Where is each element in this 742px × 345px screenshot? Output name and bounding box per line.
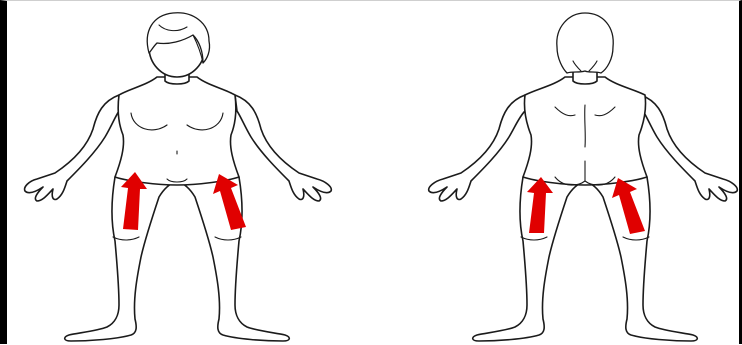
back-right-leg	[585, 177, 697, 341]
front-left-arm	[25, 95, 119, 201]
back-spine	[585, 105, 586, 147]
front-right-arm	[235, 95, 331, 201]
front-figure	[25, 13, 332, 341]
back-left-leg	[473, 177, 585, 341]
back-right-arm	[641, 95, 737, 201]
front-torso	[115, 77, 239, 185]
back-left-arm	[429, 95, 525, 201]
front-left-leg	[65, 177, 177, 341]
back-figure	[429, 13, 738, 341]
back-head-hair	[557, 13, 613, 73]
body-diagram	[7, 1, 742, 345]
